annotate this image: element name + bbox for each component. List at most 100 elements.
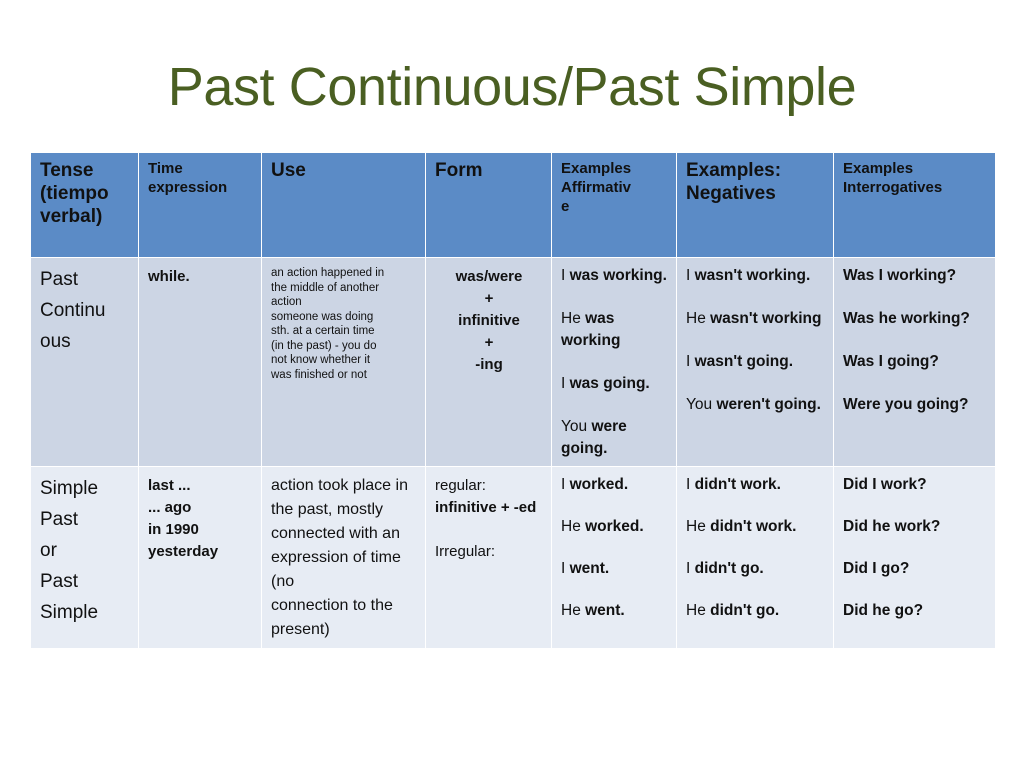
use-line: (in the past) - you do: [271, 339, 377, 352]
example-interrogative: Did he go?: [843, 602, 924, 619]
cell-form-simple-past: regular: infinitive + -ed Irregular:: [425, 466, 552, 649]
example-negative: You weren't going.: [686, 396, 821, 413]
form-irregular-label: Irregular:: [435, 543, 496, 560]
column-header-examples-affirmative: Examples Affirmativ e: [551, 152, 677, 258]
use-line: an action happened in: [271, 267, 385, 279]
use-line: action took place in: [271, 477, 408, 494]
example-affirmative: I went.: [561, 560, 610, 577]
tense-line: Past: [40, 571, 79, 592]
header-line: Examples: [843, 160, 914, 177]
column-header-time-expression: Time expression: [138, 152, 262, 258]
cell-form-past-continuous: was/were + infinitive + -ing: [425, 257, 552, 467]
form-line: infinitive: [458, 312, 520, 329]
example-negative: I wasn't going.: [686, 353, 794, 370]
tense-line: ous: [40, 331, 71, 352]
column-header-examples-negatives: Examples: Negatives: [676, 152, 834, 258]
cell-interrogatives-past-continuous: Was I working? Was he working? Was I goi…: [833, 257, 996, 467]
example-negative: He wasn't working: [686, 310, 822, 327]
cell-affirmative-simple-past: I worked. He worked. I went. He went.: [551, 466, 677, 649]
example-affirmative: You were going.: [561, 418, 627, 457]
cell-time-expression-simple-past: last ... ... ago in 1990 yesterday: [138, 466, 262, 649]
table-header-row: Tense (tiempo verbal) Time expression Us…: [30, 152, 996, 258]
tense-line: or: [40, 540, 57, 561]
use-line: not know whether it: [271, 354, 371, 366]
cell-interrogatives-simple-past: Did I work? Did he work? Did I go? Did h…: [833, 466, 996, 649]
form-line: -ing: [475, 356, 503, 373]
example-interrogative: Were you going?: [843, 396, 969, 413]
form-line: +: [484, 290, 494, 307]
grammar-comparison-table: Tense (tiempo verbal) Time expression Us…: [30, 152, 996, 649]
example-interrogative: Was he working?: [843, 310, 970, 327]
form-regular-value: infinitive + -ed: [435, 499, 537, 516]
time-line: while.: [148, 268, 190, 285]
column-header-examples-interrogatives: Examples Interrogatives: [833, 152, 996, 258]
header-line: verbal): [40, 206, 103, 227]
cell-affirmative-past-continuous: I was working. He was working I was goin…: [551, 257, 677, 467]
example-interrogative: Was I going?: [843, 353, 939, 370]
example-interrogative: Did I work?: [843, 476, 927, 493]
time-line: last ...: [148, 477, 191, 494]
header-line: Examples: [561, 160, 632, 177]
example-affirmative: I was working.: [561, 267, 667, 284]
header-line: expression: [148, 179, 228, 196]
header-line: Negatives: [686, 183, 776, 204]
use-line: expression of time (no: [271, 549, 401, 590]
time-line: ... ago: [148, 499, 192, 516]
use-line: connected with an: [271, 525, 400, 542]
example-negative: I didn't go.: [686, 560, 764, 577]
time-line: in 1990: [148, 521, 199, 538]
use-line: action: [271, 296, 302, 308]
example-negative: He didn't go.: [686, 602, 780, 619]
use-line: sth. at a certain time: [271, 325, 375, 337]
form-spacer: [435, 519, 543, 541]
use-line: present): [271, 621, 330, 638]
example-interrogative: Did I go?: [843, 560, 910, 577]
use-line: the past, mostly: [271, 501, 384, 518]
header-line: Tense: [40, 160, 94, 181]
cell-time-expression-past-continuous: while.: [138, 257, 262, 467]
example-interrogative: Did he work?: [843, 518, 941, 535]
header-line: Affirmativ: [561, 179, 632, 196]
cell-use-simple-past: action took place in the past, mostly co…: [261, 466, 426, 649]
use-line: connection to the: [271, 597, 393, 614]
tense-line: Past: [40, 509, 79, 530]
example-interrogative: Was I working?: [843, 267, 957, 284]
header-line: e: [561, 198, 570, 215]
example-affirmative: He went.: [561, 602, 625, 619]
column-header-use: Use: [261, 152, 426, 258]
header-line: Interrogatives: [843, 179, 943, 196]
tense-line: Simple: [40, 478, 99, 499]
example-affirmative: I was going.: [561, 375, 650, 392]
tense-line: Past: [40, 269, 79, 290]
table-row: Simple Past or Past Simple last ... ... …: [30, 466, 996, 649]
header-line: Use: [271, 160, 306, 181]
cell-negatives-past-continuous: I wasn't working. He wasn't working I wa…: [676, 257, 834, 467]
header-line: (tiempo: [40, 183, 109, 204]
example-affirmative: I worked.: [561, 476, 629, 493]
header-line: Form: [435, 160, 483, 181]
form-line: was/were: [455, 268, 523, 285]
page-title: Past Continuous/Past Simple: [167, 57, 857, 117]
example-negative: I wasn't working.: [686, 267, 811, 284]
form-line: +: [484, 334, 494, 351]
time-line: yesterday: [148, 543, 219, 560]
example-negative: He didn't work.: [686, 518, 797, 535]
use-line: someone was doing: [271, 310, 374, 323]
use-line: was finished or not: [271, 368, 367, 381]
example-affirmative: He worked.: [561, 518, 644, 535]
column-header-tense: Tense (tiempo verbal): [30, 152, 139, 258]
tense-line: Continu: [40, 300, 106, 321]
header-line: Time: [148, 160, 183, 177]
table-row: Past Continu ous while. an action happen…: [30, 257, 996, 467]
use-line: the middle of another: [271, 281, 380, 294]
cell-use-past-continuous: an action happened in the middle of anot…: [261, 257, 426, 467]
table-header: Tense (tiempo verbal) Time expression Us…: [30, 152, 996, 258]
table-body: Past Continu ous while. an action happen…: [30, 257, 996, 649]
column-header-form: Form: [425, 152, 552, 258]
example-negative: I didn't work.: [686, 476, 781, 493]
cell-tense-past-continuous: Past Continu ous: [30, 257, 139, 467]
cell-negatives-simple-past: I didn't work. He didn't work. I didn't …: [676, 466, 834, 649]
example-affirmative: He was working: [561, 310, 621, 349]
header-line: Examples:: [686, 160, 782, 181]
cell-tense-simple-past: Simple Past or Past Simple: [30, 466, 139, 649]
